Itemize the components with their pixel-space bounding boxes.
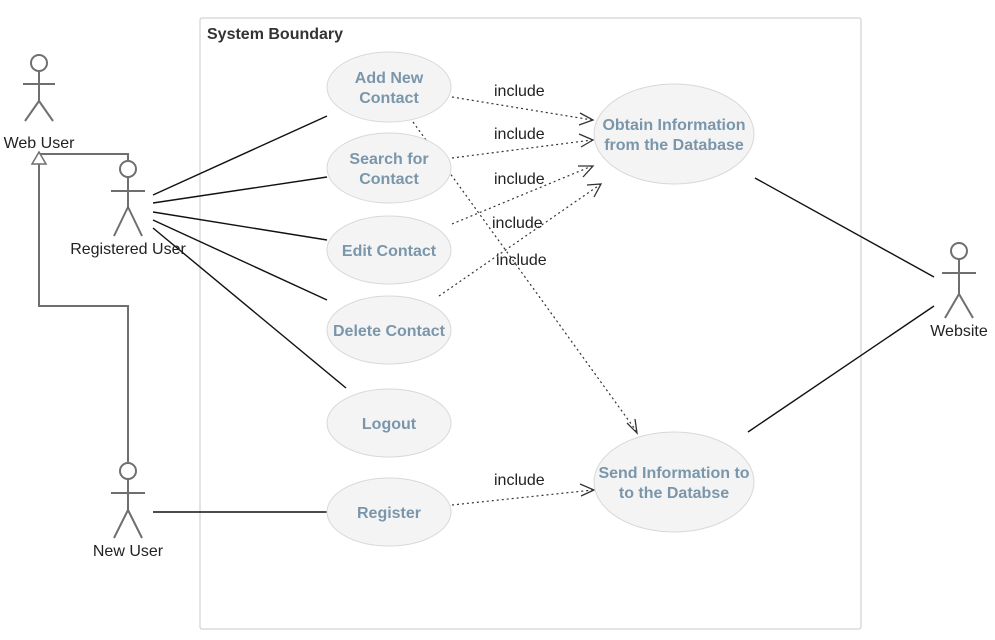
include-line-delete-obtain xyxy=(438,183,602,297)
include-line-edit-obtain xyxy=(451,165,593,225)
include-label: include xyxy=(496,252,547,269)
generalizations xyxy=(30,150,129,462)
stick-figure-icon xyxy=(111,160,145,237)
assoc-website-obtain xyxy=(754,177,935,278)
actor-label: Registered User xyxy=(70,241,186,258)
use-case-register[interactable]: Register xyxy=(326,477,452,547)
stick-figure-icon xyxy=(111,462,145,539)
svg-text:Edit Contact: Edit Contact xyxy=(342,243,437,260)
associations xyxy=(152,115,935,513)
use-case-send-information[interactable]: Send Information to to the Databse xyxy=(593,431,755,533)
svg-text:Contact: Contact xyxy=(359,90,419,107)
generalization-registered-to-web xyxy=(38,153,129,164)
actor-registered-user[interactable]: Registered User xyxy=(70,160,186,258)
generalization-triangle-icon xyxy=(30,150,48,165)
include-relationships xyxy=(412,96,638,506)
svg-text:from the Database: from the Database xyxy=(604,137,744,154)
svg-text:Delete Contact: Delete Contact xyxy=(333,323,446,340)
actor-label: Website xyxy=(930,323,988,340)
actor-web-user[interactable]: Web User xyxy=(4,54,76,152)
actor-label: Web User xyxy=(4,135,76,152)
use-case-delete-contact[interactable]: Delete Contact xyxy=(326,295,452,365)
include-label: include xyxy=(494,83,545,100)
arrowhead-icon xyxy=(626,418,638,435)
assoc-registered-search xyxy=(152,176,328,204)
use-case-obtain-information[interactable]: Obtain Information from the Database xyxy=(593,83,755,185)
svg-text:Add New: Add New xyxy=(355,70,424,87)
include-line-register-send xyxy=(451,489,594,506)
assoc-registered-delete xyxy=(152,219,328,301)
svg-text:Contact: Contact xyxy=(359,171,419,188)
system-boundary xyxy=(199,17,862,630)
use-case-add-new-contact[interactable]: Add New Contact xyxy=(326,51,452,123)
assoc-registered-logout xyxy=(152,227,347,389)
svg-text:to the Databse: to the Databse xyxy=(619,485,729,502)
use-case-edit-contact[interactable]: Edit Contact xyxy=(326,215,452,285)
arrowhead-icon xyxy=(578,112,595,126)
stick-figure-icon xyxy=(23,54,55,122)
actor-label: New User xyxy=(93,543,164,560)
svg-text:Send Information to: Send Information to xyxy=(598,465,749,482)
arrowhead-icon xyxy=(578,133,595,148)
actor-new-user[interactable]: New User xyxy=(93,462,164,560)
include-line-add-send xyxy=(412,121,638,433)
assoc-registered-add xyxy=(152,115,328,196)
arrowhead-icon xyxy=(586,183,603,198)
actor-website[interactable]: Website xyxy=(930,242,988,340)
include-label: include xyxy=(494,171,545,188)
include-line-add-obtain xyxy=(451,96,593,121)
include-line-search-obtain xyxy=(451,139,593,159)
system-boundary-title: System Boundary xyxy=(207,26,343,43)
svg-text:Register: Register xyxy=(357,505,421,522)
arrowhead-icon xyxy=(578,165,595,178)
include-label: include xyxy=(492,215,543,232)
assoc-website-send xyxy=(747,305,935,433)
assoc-registered-edit xyxy=(152,211,328,241)
include-label: include xyxy=(494,126,545,143)
use-case-logout[interactable]: Logout xyxy=(326,388,452,458)
use-case-search-for-contact[interactable]: Search for Contact xyxy=(326,132,452,204)
include-label: include xyxy=(494,472,545,489)
generalization-newuser-to-web xyxy=(38,164,129,462)
stick-figure-icon xyxy=(942,242,976,319)
svg-text:Search for: Search for xyxy=(349,151,428,168)
svg-text:Logout: Logout xyxy=(362,416,417,433)
svg-text:Obtain Information: Obtain Information xyxy=(602,117,745,134)
arrowhead-icon xyxy=(579,483,596,497)
include-labels: include include include include include … xyxy=(492,83,547,489)
